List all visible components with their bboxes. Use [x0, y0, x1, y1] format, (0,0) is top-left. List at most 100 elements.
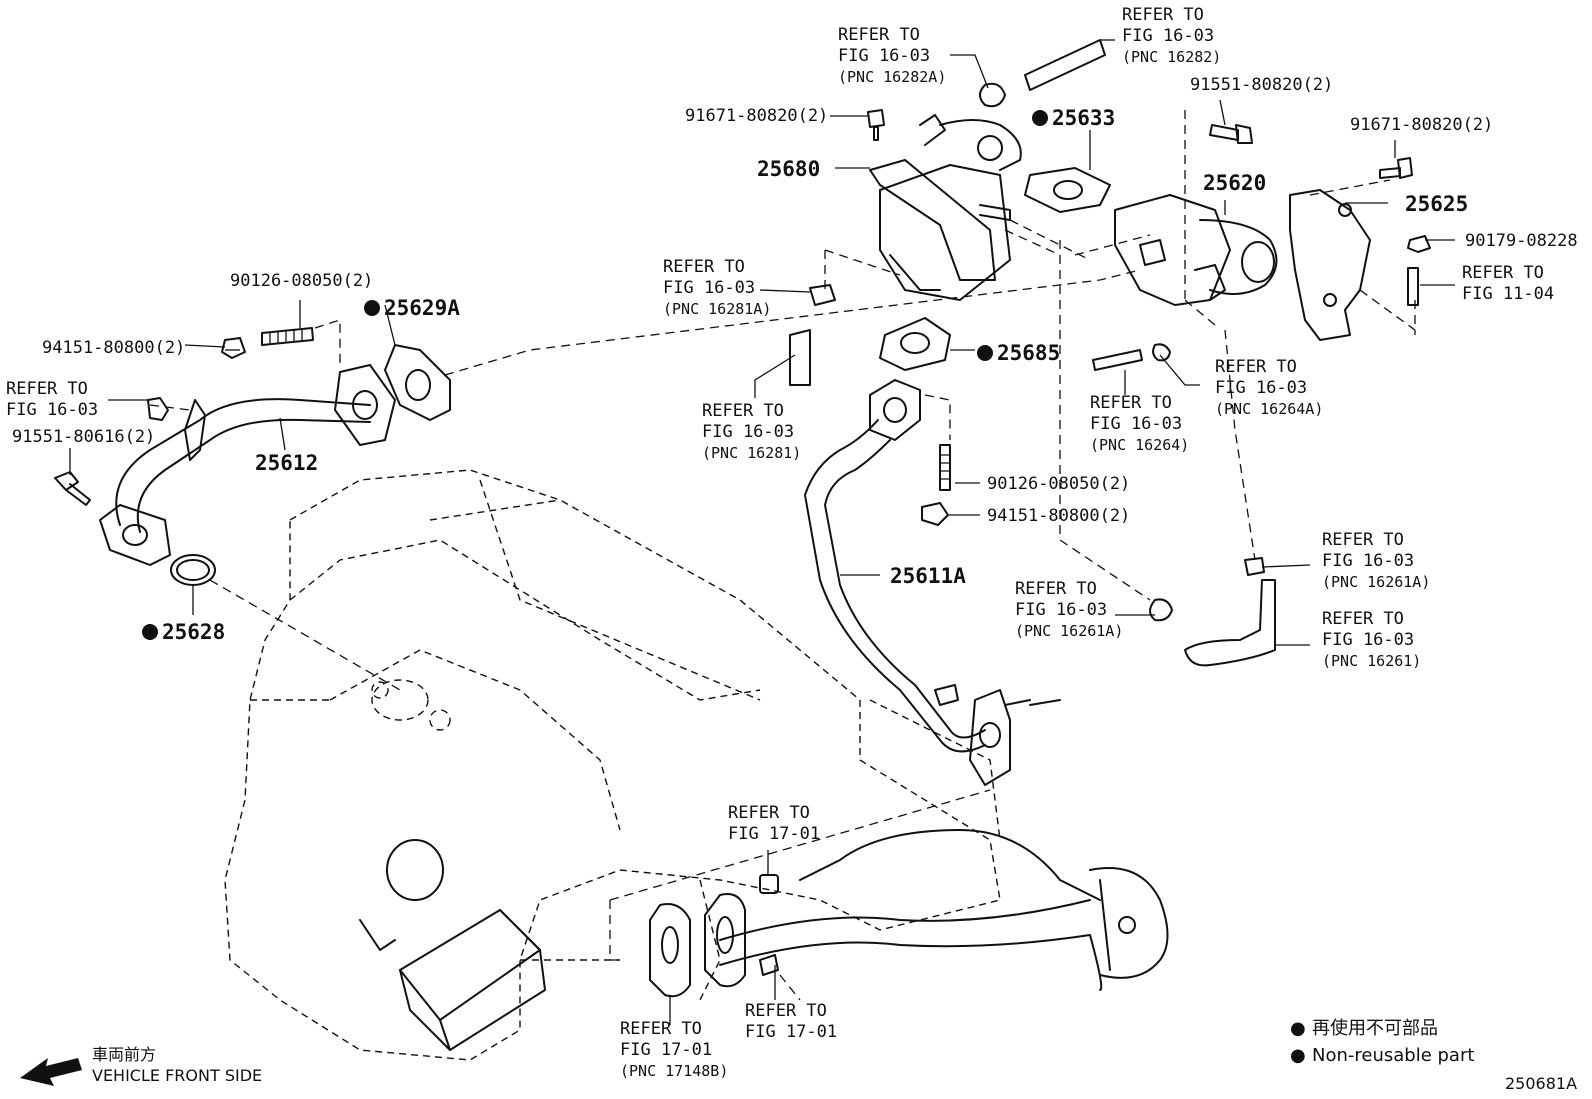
- non-reusable-marker: [1032, 110, 1048, 126]
- callout-17-01-upper: REFER TO FIG 17-01: [728, 803, 820, 844]
- part-number-25611a: 25611A: [890, 564, 966, 588]
- legend-text-en: Non-reusable part: [1312, 1045, 1474, 1066]
- part-90179: 90179-08228: [1465, 231, 1578, 251]
- svg-text:FIG 17-01: FIG 17-01: [728, 824, 820, 844]
- legend-text-ja: 再使用不可部品: [1312, 1018, 1438, 1039]
- part-90126-left: 90126-08050(2): [230, 271, 373, 291]
- intake-box: [359, 839, 546, 1051]
- legend-bullet: ●: [1290, 1018, 1306, 1039]
- part-number-25633: 25633: [1052, 106, 1115, 130]
- svg-text:(PNC 16261A): (PNC 16261A): [1015, 622, 1123, 640]
- svg-text:FIG 16-03: FIG 16-03: [1122, 26, 1214, 46]
- svg-text:FIG 16-03: FIG 16-03: [1215, 378, 1307, 398]
- svg-text:(PNC 16261): (PNC 16261): [1322, 652, 1421, 670]
- part-number-25629a: 25629A: [384, 296, 460, 320]
- svg-text:REFER TO: REFER TO: [620, 1019, 702, 1039]
- part-94151-left: 94151-80800(2): [42, 338, 185, 358]
- gasket-25628: [170, 554, 216, 586]
- part-number-25685: 25685: [997, 341, 1060, 365]
- callout-16261: REFER TO FIG 16-03 (PNC 16261): [1322, 609, 1421, 670]
- vehicle-front-indicator: 車両前方 VEHICLE FRONT SIDE: [20, 1045, 262, 1086]
- legend: ● 再使用不可部品 ● Non-reusable part: [1290, 1018, 1474, 1066]
- callout-16264a: REFER TO FIG 16-03 (PNC 16264A): [1215, 357, 1323, 418]
- stud-mid: [921, 444, 951, 526]
- stud-left: [221, 327, 314, 359]
- arrow-left-icon: [20, 1058, 82, 1086]
- callout-16281: REFER TO FIG 16-03 (PNC 16281): [702, 401, 801, 462]
- svg-text:(PNC 16264A): (PNC 16264A): [1215, 400, 1323, 418]
- svg-text:REFER TO: REFER TO: [702, 401, 784, 421]
- svg-text:REFER TO: REFER TO: [1015, 579, 1097, 599]
- part-number-25620: 25620: [1203, 171, 1266, 195]
- svg-text:FIG 16-03: FIG 16-03: [1090, 414, 1182, 434]
- svg-text:REFER TO: REFER TO: [6, 379, 88, 399]
- non-reusable-marker: [977, 345, 993, 361]
- svg-text:REFER TO: REFER TO: [1462, 263, 1544, 283]
- svg-text:(PNC 16261A): (PNC 16261A): [1322, 573, 1430, 591]
- svg-text:FIG 16-03: FIG 16-03: [6, 400, 98, 420]
- svg-text:(PNC 16281A): (PNC 16281A): [663, 300, 771, 318]
- svg-text:(PNC 17148B): (PNC 17148B): [620, 1062, 728, 1080]
- svg-text:(PNC 16282A): (PNC 16282A): [838, 68, 946, 86]
- egr-cooler-25680: [869, 114, 1022, 301]
- front-label-en: VEHICLE FRONT SIDE: [92, 1066, 262, 1085]
- part-91551-top: 91551-80820(2): [1190, 75, 1333, 95]
- svg-text:REFER TO: REFER TO: [663, 257, 745, 277]
- part-number-25628: 25628: [162, 620, 225, 644]
- bolt-left: [54, 471, 91, 506]
- gasket-25633: [1024, 167, 1111, 213]
- egr-valve-25620: [1114, 194, 1278, 306]
- dashed-leaders-bottom: [609, 789, 991, 1001]
- gasket-25685: [879, 317, 951, 371]
- callout-16281a: REFER TO FIG 16-03 (PNC 16281A): [663, 257, 771, 318]
- egr-pipe-25612: [99, 364, 396, 566]
- engine-outline: [224, 469, 1001, 1061]
- callout-16282a: REFER TO FIG 16-03 (PNC 16282A): [838, 25, 946, 86]
- callout-16282: REFER TO FIG 16-03 (PNC 16282): [1122, 5, 1221, 66]
- svg-text:REFER TO: REFER TO: [1322, 609, 1404, 629]
- callout-17148b: REFER TO FIG 17-01 (PNC 17148B): [620, 1019, 728, 1080]
- part-91551-left: 91551-80616(2): [12, 427, 155, 447]
- callout-16261a-right: REFER TO FIG 16-03 (PNC 16261A): [1322, 530, 1430, 591]
- legend-bullet: ●: [1290, 1045, 1306, 1066]
- callout-16261a-mid: REFER TO FIG 16-03 (PNC 16261A): [1015, 579, 1123, 640]
- svg-text:(PNC 16282): (PNC 16282): [1122, 48, 1221, 66]
- front-label-ja: 車両前方: [92, 1045, 156, 1064]
- svg-text:FIG 16-03: FIG 16-03: [1322, 630, 1414, 650]
- part-number-25625: 25625: [1405, 192, 1468, 216]
- bracket-25625: [1289, 189, 1371, 341]
- svg-text:REFER TO: REFER TO: [728, 803, 810, 823]
- svg-text:REFER TO: REFER TO: [838, 25, 920, 45]
- part-number-25612: 25612: [255, 451, 318, 475]
- clip-left: [147, 397, 169, 421]
- svg-text:(PNC 16264): (PNC 16264): [1090, 436, 1189, 454]
- part-91671-top: 91671-80820(2): [685, 106, 828, 126]
- svg-text:FIG 16-03: FIG 16-03: [1015, 600, 1107, 620]
- svg-text:FIG 17-01: FIG 17-01: [745, 1022, 837, 1042]
- svg-text:FIG 11-04: FIG 11-04: [1462, 284, 1554, 304]
- egr-pipe-25611a: [804, 379, 1031, 786]
- callout-16264: REFER TO FIG 16-03 (PNC 16264): [1090, 393, 1189, 454]
- svg-text:REFER TO: REFER TO: [1322, 530, 1404, 550]
- gasket-25629a: [384, 344, 451, 421]
- svg-text:(PNC 16281): (PNC 16281): [702, 444, 801, 462]
- svg-text:REFER TO: REFER TO: [745, 1001, 827, 1021]
- non-reusable-marker: [142, 624, 158, 640]
- figure-code: 250681A: [1505, 1074, 1577, 1093]
- svg-text:FIG 16-03: FIG 16-03: [702, 422, 794, 442]
- dashed-leaders: [149, 110, 1416, 691]
- svg-text:FIG 16-03: FIG 16-03: [663, 278, 755, 298]
- hoses-clamps: [789, 39, 1276, 706]
- exhaust-manifold: [719, 829, 1169, 991]
- callout-17-01-lower: REFER TO FIG 17-01: [745, 1001, 837, 1042]
- bolts-top-right: [867, 109, 1431, 306]
- svg-text:FIG 16-03: FIG 16-03: [1322, 551, 1414, 571]
- svg-text:REFER TO: REFER TO: [1215, 357, 1297, 377]
- part-94151-mid: 94151-80800(2): [987, 506, 1130, 526]
- non-reusable-marker: [364, 300, 380, 316]
- svg-text:REFER TO: REFER TO: [1122, 5, 1204, 25]
- svg-text:FIG 17-01: FIG 17-01: [620, 1040, 712, 1060]
- svg-text:REFER TO: REFER TO: [1090, 393, 1172, 413]
